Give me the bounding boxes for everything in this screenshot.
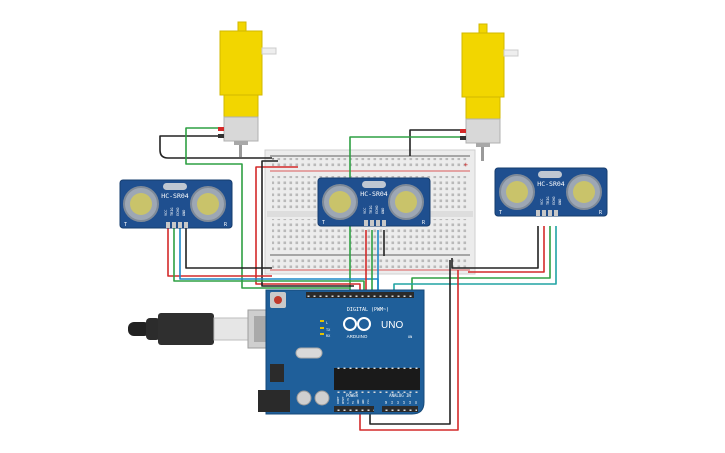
- power-pin-gnd-2: GND: [361, 399, 365, 404]
- wire-left-sensor-trig: [173, 228, 365, 296]
- power-pin-reset: RESET: [341, 396, 345, 404]
- sensor-center-pin-trig: TRIG: [369, 206, 373, 214]
- breadboard-minus-label: -: [271, 155, 275, 163]
- power-pin-vin: Vin: [366, 399, 370, 404]
- analog-header-label: ANALOG IN: [389, 393, 411, 398]
- wire-power-gnd: [369, 260, 451, 425]
- sensor-right-pin-vcc: VCC: [540, 199, 544, 205]
- power-pin-5v: 5V: [351, 400, 355, 404]
- arduino-logo: [343, 317, 371, 331]
- sensor-right-mark-t: T: [499, 210, 502, 216]
- sensor-center-pin-echo: ECHO: [375, 206, 379, 214]
- sensor-right-model: HC-SR04: [537, 180, 564, 188]
- ultrasonic-sensor-right[interactable]: HC-SR04 VCC TRIG ECHO GND T R: [494, 167, 608, 217]
- analog-pin-a2: A2: [396, 400, 400, 404]
- led-tx-label: TX: [326, 328, 331, 332]
- sensor-right-pin-gnd: GND: [558, 199, 562, 205]
- wire-right-motor-green: [349, 136, 460, 288]
- sensor-center-pin-gnd: GND: [381, 208, 385, 214]
- left-gear-motor[interactable]: [218, 21, 277, 157]
- wire-left-sensor-gnd: [185, 228, 272, 269]
- breadboard-plus-label: +: [464, 161, 468, 169]
- usb-cable[interactable]: [128, 309, 289, 349]
- sensor-center-mark-t: T: [322, 220, 325, 226]
- wire-rail-black: [261, 160, 354, 287]
- led-rx-label: RX: [326, 334, 331, 338]
- power-pin-ioref: IOREF: [336, 396, 340, 404]
- board-brand-label: ARDUINO: [347, 334, 368, 339]
- wire-right-sensor-trig: [411, 226, 551, 296]
- analog-pin-a4: A4: [408, 400, 412, 404]
- power-pin-gnd-1: GND: [356, 399, 360, 404]
- analog-pin-a0: A0: [384, 400, 388, 404]
- sensor-center-mark-r: R: [422, 220, 426, 226]
- wires[interactable]: [159, 127, 557, 431]
- sensor-left-pin-vcc: VCC: [164, 210, 168, 216]
- right-gear-motor[interactable]: [460, 23, 519, 161]
- power-header-label: POWER: [346, 393, 359, 398]
- sensor-right-mark-r: R: [599, 210, 603, 216]
- power-pin-3v3: 3.3V: [346, 397, 350, 404]
- sensor-left-pin-gnd: GND: [182, 210, 186, 216]
- wire-right-sensor-vcc: [468, 226, 545, 273]
- board-model-label: UNO: [381, 320, 403, 331]
- sensor-center-pin-vcc: VCC: [363, 208, 367, 214]
- digital-pins-label: DIGITAL (PWM~): [347, 307, 389, 313]
- wire-right-motor-black: [409, 129, 460, 156]
- arduino-uno-board[interactable]: DIGITAL (PWM~) UNO ARDUINO L TX RX ON: [258, 289, 425, 415]
- sensor-center-model: HC-SR04: [360, 190, 387, 198]
- sensor-left-model: HC-SR04: [161, 192, 188, 200]
- wire-left-motor-black: [159, 135, 272, 159]
- wire-right-sensor-gnd: [451, 226, 539, 269]
- ultrasonic-sensor-left[interactable]: HC-SR04 VCC TRIG ECHO GND T R: [119, 179, 233, 229]
- sensor-left-pin-trig: TRIG: [170, 208, 174, 216]
- sensor-right-pin-echo: ECHO: [552, 197, 556, 205]
- analog-pin-a5: A5: [414, 400, 418, 404]
- sensor-right-pin-trig: TRIG: [546, 197, 550, 205]
- wire-rail-red: [255, 166, 361, 296]
- wire-left-sensor-vcc: [167, 228, 272, 277]
- sensor-left-pin-echo: ECHO: [176, 208, 180, 216]
- analog-pin-a3: A3: [402, 400, 406, 404]
- ultrasonic-sensor-center[interactable]: HC-SR04 VCC TRIG ECHO GND T R: [317, 177, 431, 227]
- sensor-left-mark-t: T: [124, 222, 127, 228]
- led-on-label: ON: [408, 335, 412, 339]
- reset-button[interactable]: [274, 296, 282, 304]
- sensor-left-mark-r: R: [224, 222, 228, 228]
- wire-power-5v: [359, 270, 459, 431]
- analog-pin-a1: A1: [390, 400, 394, 404]
- led-l-label: L: [326, 321, 328, 325]
